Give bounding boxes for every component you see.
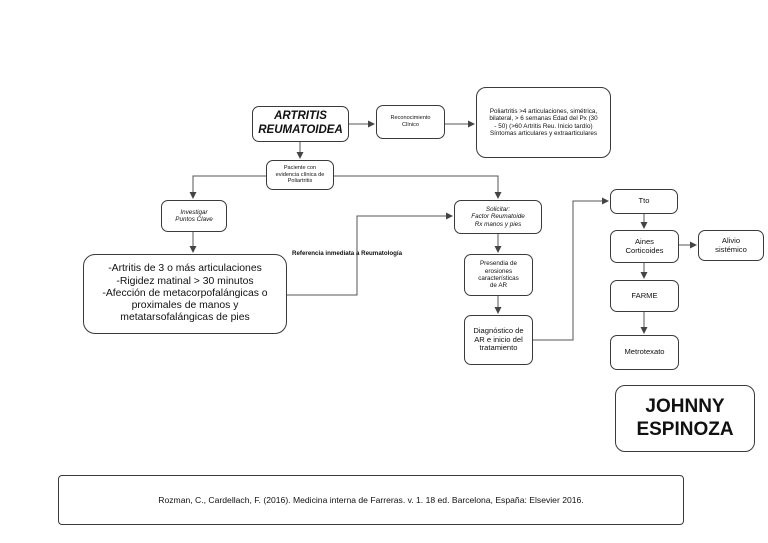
edge-paciente-solicitar xyxy=(334,175,502,199)
node-poliartritis-label: Poliartritis >4 articulaciones, simétric… xyxy=(489,107,598,137)
node-metrotexato-label: Metrotexato xyxy=(624,347,665,357)
node-tto-label: Tto xyxy=(638,196,650,206)
node-investigar: Investigar Puntos Clave xyxy=(161,200,227,232)
node-farme: FARME xyxy=(610,280,679,312)
edge-diagnostico-tto xyxy=(533,197,609,341)
edge-criterios-solicitar xyxy=(287,212,453,296)
edge-paciente-investigar xyxy=(189,175,266,199)
edge-label-referencia: Referencia inmediata a Reumatología xyxy=(292,250,403,257)
node-farme-label: FARME xyxy=(631,290,658,300)
author-name: JOHNNY ESPINOZA xyxy=(636,395,734,440)
node-reconocimiento-clinico: Reconocimiento Clínico xyxy=(376,105,445,139)
node-presencia-erosiones-label: Presendia de erosiones características d… xyxy=(478,260,519,290)
node-solicitar-label: Solicitar: Factor Reumatoide Rx manos y … xyxy=(471,205,525,228)
author-box: JOHNNY ESPINOZA xyxy=(615,385,755,452)
node-tto: Tto xyxy=(610,189,678,214)
node-solicitar: Solicitar: Factor Reumatoide Rx manos y … xyxy=(454,200,542,234)
node-criterios: -Artritis de 3 o más articulaciones -Rig… xyxy=(83,254,287,334)
node-reconocimiento-clinico-label: Reconocimiento Clínico xyxy=(390,115,431,128)
node-artritis-reumatoidea: ARTRITIS REUMATOIDEA xyxy=(252,106,349,142)
node-presencia-erosiones: Presendia de erosiones características d… xyxy=(464,254,533,296)
node-aines: Aines Corticoides xyxy=(610,230,679,263)
node-artritis-reumatoidea-label: ARTRITIS REUMATOIDEA xyxy=(258,110,343,136)
node-diagnostico-label: Diagnóstico de AR e inicio del tratamien… xyxy=(473,325,524,353)
node-alivio: Alivio sistémico xyxy=(698,230,764,261)
node-investigar-label: Investigar Puntos Clave xyxy=(175,208,213,223)
node-paciente: Paciente con evidencia clínica de Poliar… xyxy=(266,160,334,190)
node-poliartritis: Poliartritis >4 articulaciones, simétric… xyxy=(476,87,611,158)
node-alivio-label: Alivio sistémico xyxy=(715,235,747,254)
node-metrotexato: Metrotexato xyxy=(610,335,679,370)
reference-text: Rozman, C., Cardellach, F. (2016). Medic… xyxy=(158,494,584,505)
node-criterios-label: -Artritis de 3 o más articulaciones -Rig… xyxy=(102,263,268,324)
reference-box: Rozman, C., Cardellach, F. (2016). Medic… xyxy=(58,475,684,525)
node-paciente-label: Paciente con evidencia clínica de Poliar… xyxy=(275,165,325,185)
node-aines-label: Aines Corticoides xyxy=(625,236,664,255)
node-diagnostico: Diagnóstico de AR e inicio del tratamien… xyxy=(464,315,533,365)
